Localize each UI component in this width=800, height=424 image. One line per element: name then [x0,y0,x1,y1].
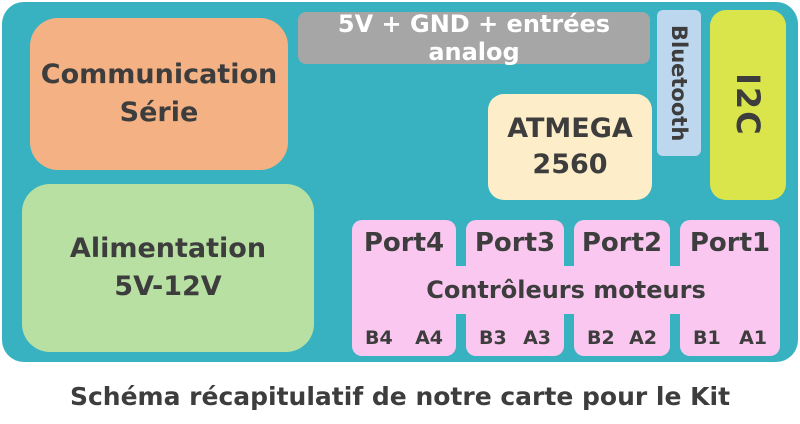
atmega-label-line2: 2560 [532,149,608,180]
communication-serie-box: Communication Série [30,18,288,170]
alimentation-label-line1: Alimentation [69,233,267,265]
bluetooth-label: Bluetooth [667,24,691,142]
port3-pin-a-label: A3 [523,327,551,349]
port1-label: Port1 [689,228,771,258]
motor-controller-block: Port4 B4 A4 Port3 B3 A3 Port2 B2 A2 Port… [352,220,780,356]
port3-pin-b-label: B3 [479,327,507,349]
motor-controllers-label: Contrôleurs moteurs [426,276,706,304]
i2c-box: I2C [710,10,786,200]
alimentation-box: Alimentation 5V-12V [22,184,314,352]
communication-label-line1: Communication [40,59,278,91]
analog-bus-label: 5V + GND + entrées analog [337,10,611,66]
alimentation-label-line2: 5V-12V [114,271,222,302]
port2-pin-b-label: B2 [587,327,615,349]
port3-label: Port3 [474,228,556,258]
port1-pin-a-label: A1 [739,327,767,349]
bluetooth-box: Bluetooth [657,10,701,156]
port4-block: Port4 B4 A4 [352,220,456,356]
port1-pin-b-label: B1 [693,327,721,349]
port4-pin-a-label: A4 [415,327,443,349]
main-board: Communication Série Alimentation 5V-12V … [2,2,798,362]
atmega-label-line1: ATMEGA [507,112,633,144]
port2-label: Port2 [581,228,663,258]
atmega-box: ATMEGA 2560 [488,94,652,200]
communication-label-line2: Série [119,97,199,128]
port2-pin-a-label: A2 [629,327,657,349]
analog-bus-box: 5V + GND + entrées analog [298,10,650,66]
diagram-caption: Schéma récapitulatif de notre carte pour… [69,381,731,411]
i2c-label: I2C [729,73,767,137]
port1-block: Port1 B1 A1 [680,220,780,356]
port4-label: Port4 [363,228,445,258]
port2-block: Port2 B2 A2 [574,220,670,356]
port3-block: Port3 B3 A3 [466,220,564,356]
port4-pin-b-label: B4 [365,327,393,349]
